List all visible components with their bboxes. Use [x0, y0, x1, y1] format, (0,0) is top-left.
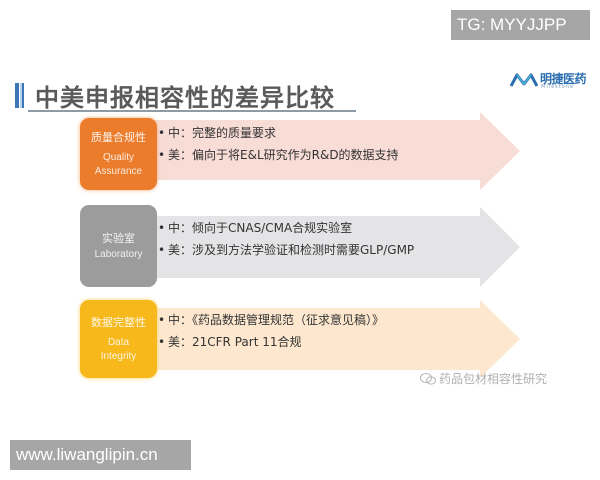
qa-label-en-1: Quality: [102, 152, 135, 163]
site-watermark-badge: www.liwanglipin.cn: [10, 440, 191, 470]
wechat-watermark: 药品包材相容性研究: [420, 370, 547, 387]
lab-label-cn: 实验室: [102, 232, 135, 245]
logo-text-en: Milestone: [541, 84, 575, 90]
qa-bullet-list: •中：完整的质量要求 •美：偏向于将E&L研究作为R&D的数据支持: [158, 122, 399, 166]
qa-label-cn: 质量合规性: [91, 131, 146, 144]
list-item: •美：21CFR Part 11合规: [158, 335, 302, 349]
logo-text-cn: 明捷医药: [540, 72, 587, 86]
title-accent-bar: [15, 83, 24, 108]
slide-title: 中美申报相容性的差异比较: [35, 84, 335, 112]
tg-watermark-badge: TG: MYYJJPP: [451, 10, 590, 40]
di-label-en-2: Integrity: [100, 351, 137, 362]
list-item: •中：《药品数据管理规范（征求意见稿）》: [158, 313, 385, 327]
data-integrity-label-box: 数据完整性 Data Integrity: [80, 300, 157, 378]
list-item: •美：涉及到方法学验证和检测时需要GLP/GMP: [158, 243, 415, 257]
list-item: •美：偏向于将E&L研究作为R&D的数据支持: [158, 148, 399, 162]
quality-assurance-label-box: 质量合规性 Quality Assurance: [80, 118, 157, 190]
list-item: •中：完整的质量要求: [158, 126, 277, 140]
qa-label-en-2: Assurance: [94, 166, 143, 177]
di-bullet-list: •中：《药品数据管理规范（征求意见稿）》 •美：21CFR Part 11合规: [158, 309, 384, 353]
company-logo: 明捷医药 Milestone: [510, 70, 600, 94]
list-item: •中：倾向于CNAS/CMA合规实验室: [158, 221, 353, 235]
data-integrity-arrow: [150, 300, 522, 378]
lab-bullet-list: •中：倾向于CNAS/CMA合规实验室 •美：涉及到方法学验证和检测时需要GLP…: [158, 217, 414, 261]
mountain-m-logo-icon: [510, 73, 538, 87]
di-label-cn: 数据完整性: [91, 316, 146, 329]
qa-arrow: [150, 112, 522, 190]
wechat-account-name: 药品包材相容性研究: [439, 372, 548, 386]
di-label-en-1: Data: [107, 337, 130, 348]
wechat-icon: [420, 372, 436, 385]
laboratory-label-box: 实验室 Laboratory: [80, 205, 157, 287]
title-underline: [28, 110, 356, 112]
lab-label-en: Laboratory: [94, 249, 143, 260]
laboratory-arrow: [150, 207, 522, 287]
